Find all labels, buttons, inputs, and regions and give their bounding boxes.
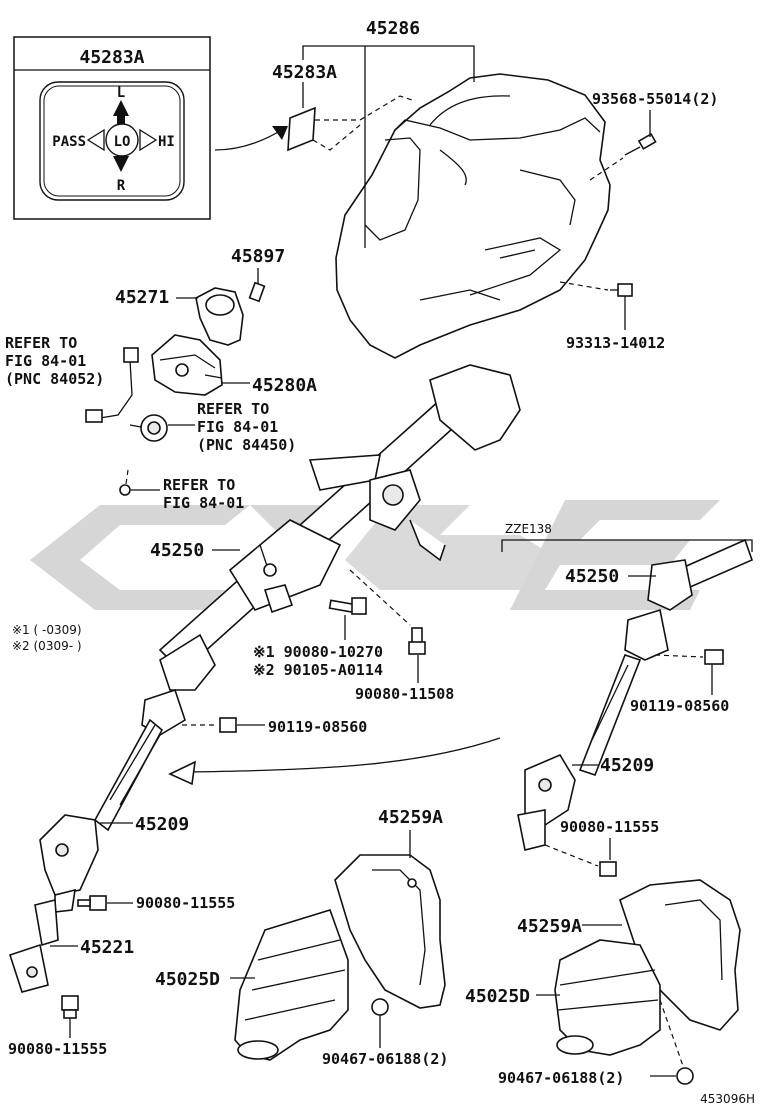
label-45221: 45221 xyxy=(80,937,134,958)
screw-93313 xyxy=(559,281,633,297)
cover-45259a-left xyxy=(334,854,446,1009)
column-cover-45286 xyxy=(335,73,611,359)
intermediate-shaft-left xyxy=(93,633,216,832)
label-90080-11508: 90080-11508 xyxy=(355,685,454,703)
label-45286: 45286 xyxy=(366,18,420,39)
bolt-90080-11555-bottom xyxy=(61,995,79,1019)
ref-84052-line3: (PNC 84052) xyxy=(5,370,104,388)
boot-45025d-right xyxy=(554,939,661,1056)
clip-90467-right xyxy=(659,999,694,1085)
steering-column-45250 xyxy=(158,364,521,674)
switch-assembly-45280a xyxy=(151,334,223,396)
inset-down-label: R xyxy=(117,178,126,194)
label-90119-right: 90119-08560 xyxy=(630,697,729,715)
label-45025d-left: 45025D xyxy=(155,969,220,990)
bolt-90119-left xyxy=(182,717,237,733)
inset-center-label: LO xyxy=(114,134,131,150)
ref-84450-line3: (PNC 84450) xyxy=(197,436,296,454)
ref-84450-line1: REFER TO xyxy=(197,400,269,418)
bolt-90119-right xyxy=(654,649,724,665)
ref-fig-line2: FIG 84-01 xyxy=(163,494,244,512)
label-45283a-part: 45283A xyxy=(272,62,337,83)
inset-left-label: PASS xyxy=(52,134,86,150)
bolt-90080-11555-mid xyxy=(77,895,107,911)
note-1: ※1 ( -0309) xyxy=(12,623,82,637)
yoke-45221 xyxy=(8,898,59,993)
ref-84052-line1: REFER TO xyxy=(5,334,77,352)
bolt-90080-11508 xyxy=(349,569,426,655)
label-90080-11555-right: 90080-11555 xyxy=(560,818,659,836)
inset-title: 45283A xyxy=(79,47,144,68)
label-45209-left: 45209 xyxy=(135,814,189,835)
screw-93568 xyxy=(589,132,657,181)
label-90119-left: 90119-08560 xyxy=(268,718,367,736)
sensor-84450 xyxy=(129,414,168,442)
inset-label-box: 45283A L R PASS LO HI xyxy=(13,36,211,220)
label-plate-45283a xyxy=(287,106,316,152)
label-90467-right: 90467-06188(2) xyxy=(498,1069,624,1087)
screw-45897 xyxy=(248,281,266,303)
bracket-45271 xyxy=(195,287,244,346)
u-joint-shaft-45209-left xyxy=(39,814,99,913)
label-45259a-left: 45259A xyxy=(378,807,443,828)
ref-fig-line1: REFER TO xyxy=(163,476,235,494)
label-93568-55014: 93568-55014(2) xyxy=(592,90,718,108)
label-45271: 45271 xyxy=(115,287,169,308)
bolt-90080-10270 xyxy=(328,597,367,615)
diagram-id: 453096H xyxy=(700,1092,755,1106)
bolt-90080-11555-right xyxy=(544,844,617,877)
label-45280a: 45280A xyxy=(252,375,317,396)
label-45250-left: 45250 xyxy=(150,540,204,561)
label-90080-11555-bottom: 90080-11555 xyxy=(8,1040,107,1058)
label-45259a-right: 45259A xyxy=(517,916,582,937)
connector-84052 xyxy=(85,347,139,423)
label-90467-left: 90467-06188(2) xyxy=(322,1050,448,1068)
note-2: ※2 (0309- ) xyxy=(12,639,82,653)
label-45209-right: 45209 xyxy=(600,755,654,776)
boot-45025d-left xyxy=(234,909,349,1061)
label-45897: 45897 xyxy=(231,246,285,267)
label-45025d-right: 45025D xyxy=(465,986,530,1007)
inset-right-label: HI xyxy=(158,134,175,150)
screw-ref-84-01 xyxy=(119,469,131,496)
ref-84450-line2: FIG 84-01 xyxy=(197,418,278,436)
ref-84052-line2: FIG 84-01 xyxy=(5,352,86,370)
label-45250-right: 45250 xyxy=(565,566,619,587)
zze-variant-label: ZZE138 xyxy=(505,522,552,536)
label-93313-14012: 93313-14012 xyxy=(566,334,665,352)
label-90080-11555-mid: 90080-11555 xyxy=(136,894,235,912)
clip-90467-left xyxy=(371,998,389,1025)
label-bolt-1: ※1 90080-10270 xyxy=(253,643,383,661)
steering-shaft-45250-right xyxy=(578,538,754,776)
label-bolt-2: ※2 90105-A0114 xyxy=(253,661,383,679)
inset-up-label: L xyxy=(117,85,125,101)
